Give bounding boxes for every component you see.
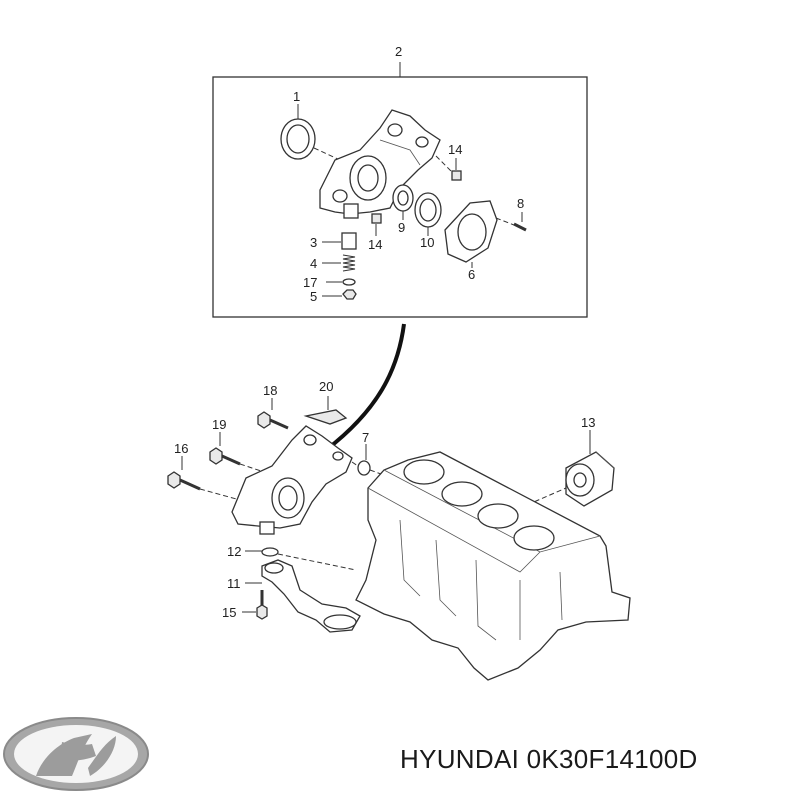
- pump-housing: [319, 109, 441, 219]
- connector-arrow: [324, 323, 406, 452]
- gasket-20: [303, 409, 348, 425]
- callout-16: 16: [174, 441, 188, 456]
- callout-19: 19: [212, 417, 226, 432]
- relief-spring: [342, 254, 356, 272]
- bolt-19: [209, 447, 241, 466]
- callout-20: 20: [319, 379, 333, 394]
- assembled-oil-pump: [231, 425, 353, 535]
- bolt-14-lower: [371, 213, 382, 224]
- bolt-16: [167, 471, 201, 491]
- inner-rotor: [392, 184, 414, 212]
- hyundai-logo: [3, 717, 149, 791]
- oil-filter: [565, 451, 615, 507]
- o-ring-17: [342, 278, 356, 286]
- callout-1: 1: [293, 89, 300, 104]
- callout-15: 15: [222, 605, 236, 620]
- gasket-12: [261, 547, 279, 557]
- callout-14b: 14: [368, 237, 382, 252]
- callout-8: 8: [517, 196, 524, 211]
- callout-17: 17: [303, 275, 317, 290]
- bolt-14-upper: [451, 170, 462, 181]
- oil-strainer: [261, 559, 361, 633]
- callout-11: 11: [227, 576, 241, 591]
- pump-cover: [444, 200, 498, 263]
- engine-block: [355, 451, 631, 681]
- part-number-caption: HYUNDAI 0K30F14100D: [400, 744, 698, 774]
- bolt-18: [257, 411, 289, 430]
- callout-12: 12: [227, 544, 241, 559]
- callout-5: 5: [310, 289, 317, 304]
- bolt-15: [256, 590, 268, 620]
- callout-14a: 14: [448, 142, 462, 157]
- callout-2: 2: [395, 44, 402, 59]
- oil-seal: [280, 118, 316, 160]
- callout-10: 10: [420, 235, 434, 250]
- callout-3: 3: [310, 235, 317, 250]
- callout-9: 9: [398, 220, 405, 235]
- outer-rotor: [414, 192, 442, 228]
- o-ring-7: [357, 460, 371, 476]
- screw-8: [513, 222, 527, 232]
- callout-13: 13: [581, 415, 595, 430]
- callout-18: 18: [263, 383, 277, 398]
- plug-5: [342, 289, 357, 300]
- callout-7: 7: [362, 430, 369, 445]
- plunger: [341, 232, 357, 250]
- callout-4: 4: [310, 256, 317, 271]
- callout-6: 6: [468, 267, 475, 282]
